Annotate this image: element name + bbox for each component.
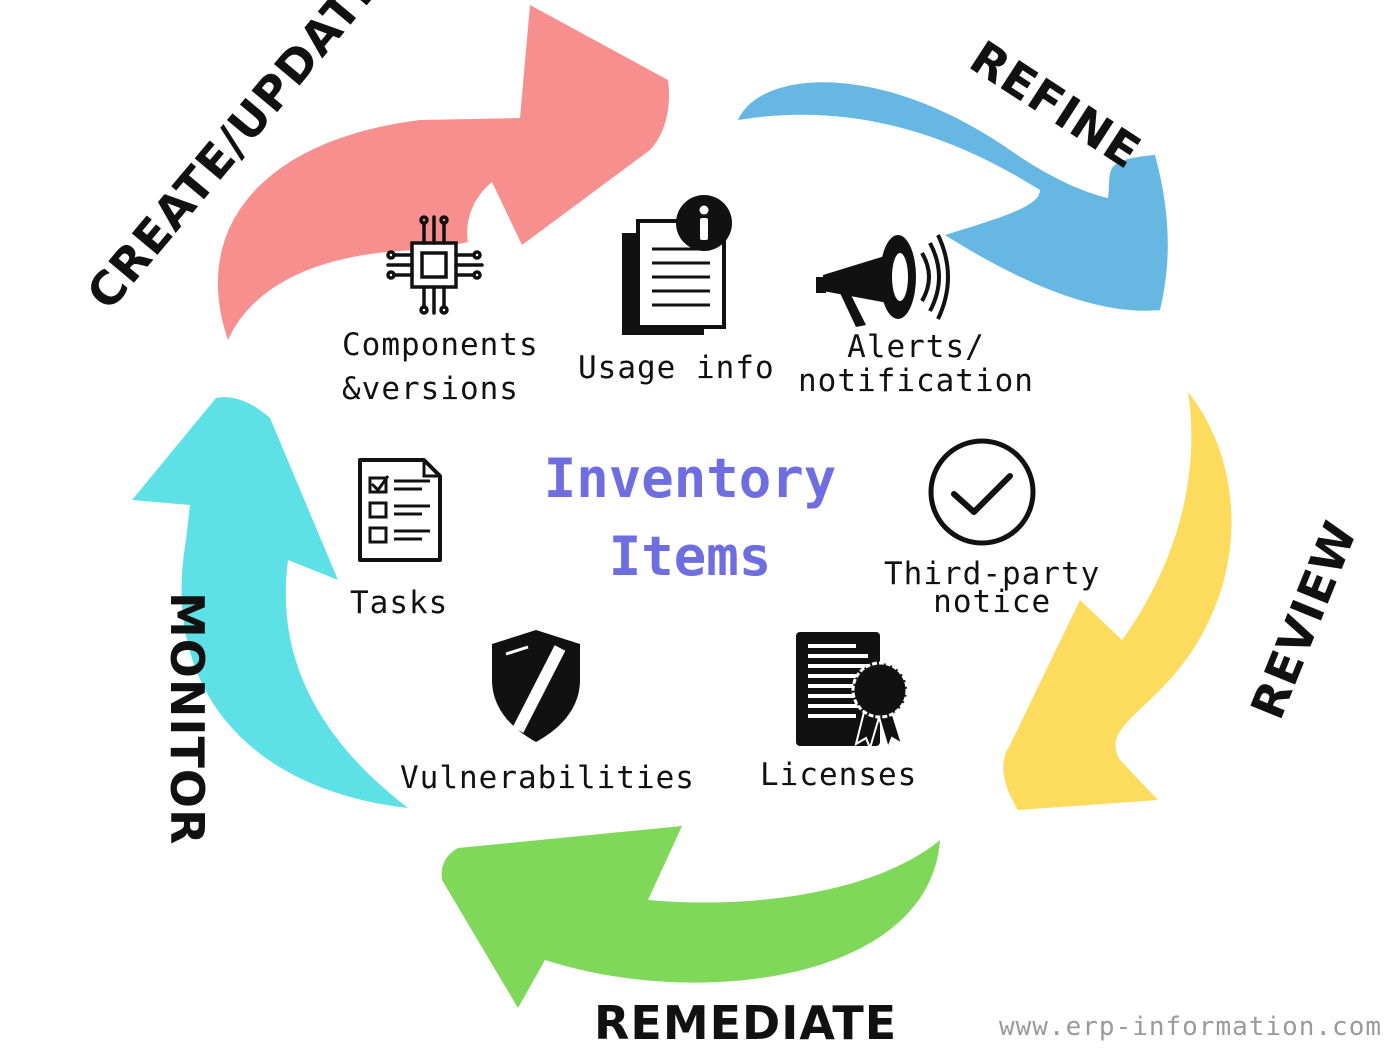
item-label-tasks: Tasks xyxy=(350,585,449,621)
center-title: Inventory Items xyxy=(530,440,850,596)
watermark: www.erp-information.com xyxy=(998,1012,1382,1042)
center-title-line-2: Items xyxy=(608,525,772,588)
item-label-licenses: Licenses xyxy=(760,757,918,793)
review-arrow xyxy=(1003,392,1232,810)
chip-icon xyxy=(386,215,484,315)
refine-arrow xyxy=(738,82,1168,311)
check-circle-icon xyxy=(928,438,1036,546)
shield-icon xyxy=(492,630,580,742)
center-title-line-1: Inventory xyxy=(543,447,837,510)
monitor-arrow xyxy=(132,397,408,808)
item-label-usage-info: Usage info xyxy=(578,350,775,386)
phase-label-remediate: REMEDIATE xyxy=(594,996,898,1050)
item-label-components: Components &versions xyxy=(342,327,539,407)
checklist-icon xyxy=(358,458,442,562)
certificate-icon xyxy=(796,632,909,752)
item-label-third-party-notice: Third-party notice xyxy=(884,556,1101,620)
remediate-arrow xyxy=(441,826,940,1008)
megaphone-icon xyxy=(816,234,950,327)
phase-label-monitor: MONITOR xyxy=(160,592,214,846)
document-info-icon xyxy=(622,195,732,335)
item-label-alerts: Alerts/ notification xyxy=(798,329,1034,399)
item-label-vulnerabilities: Vulnerabilities xyxy=(400,760,695,796)
create-update-arrow xyxy=(217,5,670,340)
